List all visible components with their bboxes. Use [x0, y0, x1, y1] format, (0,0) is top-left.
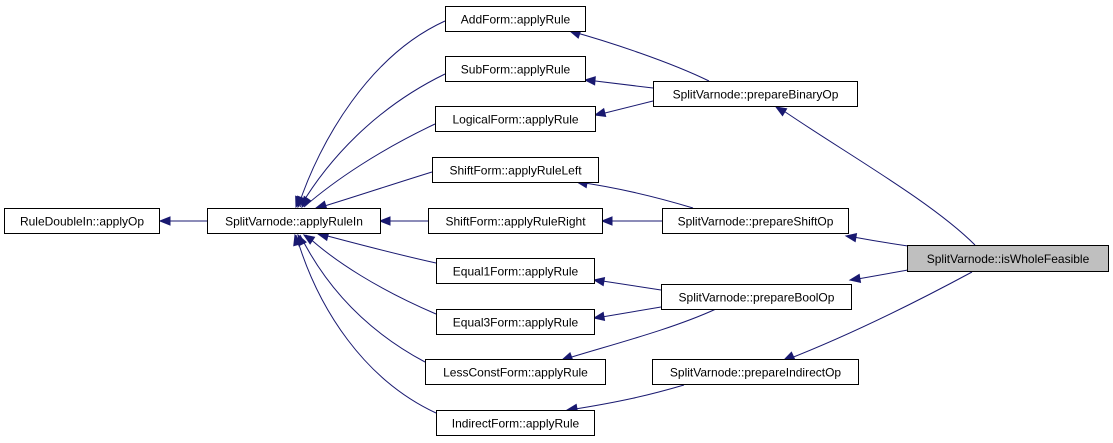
node-label-equal1-form: Equal1Form::applyRule [453, 265, 579, 279]
arrowhead-apply-rule-in [293, 233, 303, 247]
node-add-form-apply-rule[interactable]: AddForm::applyRule [445, 6, 586, 32]
node-label-less-const-form: LessConstForm::applyRule [443, 366, 588, 380]
arrowhead-equal3-form [592, 311, 606, 321]
node-label-apply-rule-in: SplitVarnode::applyRuleIn [225, 215, 363, 229]
node-label-sub-form: SubForm::applyRule [461, 63, 571, 77]
edge-prepare-binary-to-add-form [569, 30, 710, 82]
node-label-is-whole-feasible: SplitVarnode::isWholeFeasible [927, 252, 1090, 266]
node-label-equal3-form: Equal3Form::applyRule [453, 316, 579, 330]
edge-prepare-binary-to-sub-form [586, 79, 654, 89]
edge-indirect-form-to-apply-rule-in [295, 234, 437, 414]
node-label-shift-left: ShiftForm::applyRuleLeft [449, 164, 582, 178]
node-less-const-form-apply-rule[interactable]: LessConstForm::applyRule [425, 359, 606, 385]
call-nodes: RuleDoubleIn::applyOp SplitVarnode::appl… [4, 6, 1109, 436]
edge-shift-left-to-apply-rule-in [317, 171, 433, 209]
edge-is-whole-feasible-to-prepare-binary [777, 106, 976, 246]
node-label-indirect-form: IndirectForm::applyRule [452, 417, 580, 431]
arrowhead-rule-double-in [158, 216, 171, 226]
node-split-varnode-prepare-bool-op[interactable]: SplitVarnode::prepareBoolOp [661, 284, 852, 310]
edge-equal3-form-to-apply-rule-in [305, 234, 437, 315]
arrowhead-logical-form [593, 107, 607, 118]
arrowhead-apply-rule-in [301, 195, 312, 209]
node-split-varnode-prepare-indirect-op[interactable]: SplitVarnode::prepareIndirectOp [652, 359, 859, 385]
arrowhead-apply-rule-in [378, 216, 391, 226]
node-label-shift-right: ShiftForm::applyRuleRight [445, 215, 586, 229]
arrowhead-apply-rule-in [314, 200, 328, 210]
edge-sub-form-to-apply-rule-in [299, 73, 446, 208]
arrowhead-prepare-binary [774, 106, 788, 117]
node-label-prepare-shift: SplitVarnode::prepareShiftOp [678, 215, 834, 229]
arrowhead-prepare-bool [848, 273, 862, 283]
node-shift-form-apply-rule-left[interactable]: ShiftForm::applyRuleLeft [432, 157, 599, 183]
edge-is-whole-feasible-to-prepare-indirect [785, 271, 973, 361]
arrowhead-shift-right [600, 216, 613, 226]
arrowhead-apply-rule-in [302, 234, 316, 245]
edge-is-whole-feasible-to-prepare-bool [851, 269, 909, 281]
arrowhead-prepare-shift [844, 233, 858, 243]
edge-prepare-shift-to-shift-left [577, 181, 694, 209]
node-sub-form-apply-rule[interactable]: SubForm::applyRule [445, 56, 586, 82]
node-split-varnode-prepare-binary-op[interactable]: SplitVarnode::prepareBinaryOp [653, 81, 858, 107]
node-indirect-form-apply-rule[interactable]: IndirectForm::applyRule [436, 410, 595, 436]
arrowhead-equal1-form [592, 277, 606, 287]
edge-prepare-bool-to-less-const-form [561, 308, 717, 361]
edge-prepare-bool-to-equal1-form [595, 279, 662, 291]
node-equal1-form-apply-rule[interactable]: Equal1Form::applyRule [436, 258, 595, 284]
edge-equal1-form-to-apply-rule-in [319, 233, 437, 264]
node-split-varnode-is-whole-feasible[interactable]: SplitVarnode::isWholeFeasible [907, 245, 1109, 272]
edge-is-whole-feasible-to-prepare-shift [847, 235, 909, 247]
node-label-prepare-binary: SplitVarnode::prepareBinaryOp [673, 88, 839, 102]
node-label-prepare-indirect: SplitVarnode::prepareIndirectOp [670, 366, 842, 380]
edge-less-const-form-to-apply-rule-in [299, 234, 426, 363]
arrowhead-prepare-indirect [782, 351, 796, 361]
edge-logical-form-to-apply-rule-in [303, 123, 436, 208]
node-label-logical-form: LogicalForm::applyRule [452, 113, 578, 127]
arrowhead-sub-form [583, 76, 596, 86]
node-equal3-form-apply-rule[interactable]: Equal3Form::applyRule [436, 309, 595, 335]
node-label-rule-double-in: RuleDoubleIn::applyOp [20, 215, 144, 229]
node-rule-double-in-apply-op[interactable]: RuleDoubleIn::applyOp [4, 208, 160, 234]
node-label-add-form: AddForm::applyRule [461, 13, 571, 27]
edge-prepare-binary-to-logical-form [596, 100, 654, 116]
edge-prepare-indirect-to-indirect-form [568, 384, 685, 411]
node-split-varnode-prepare-shift-op[interactable]: SplitVarnode::prepareShiftOp [662, 208, 849, 234]
node-logical-form-apply-rule[interactable]: LogicalForm::applyRule [435, 106, 596, 132]
node-label-prepare-bool: SplitVarnode::prepareBoolOp [679, 291, 835, 305]
edge-prepare-bool-to-equal3-form [595, 306, 662, 319]
node-split-varnode-apply-rule-in[interactable]: SplitVarnode::applyRuleIn [207, 208, 381, 234]
edge-add-form-to-apply-rule-in [297, 20, 446, 208]
node-shift-form-apply-rule-right[interactable]: ShiftForm::applyRuleRight [428, 208, 603, 234]
